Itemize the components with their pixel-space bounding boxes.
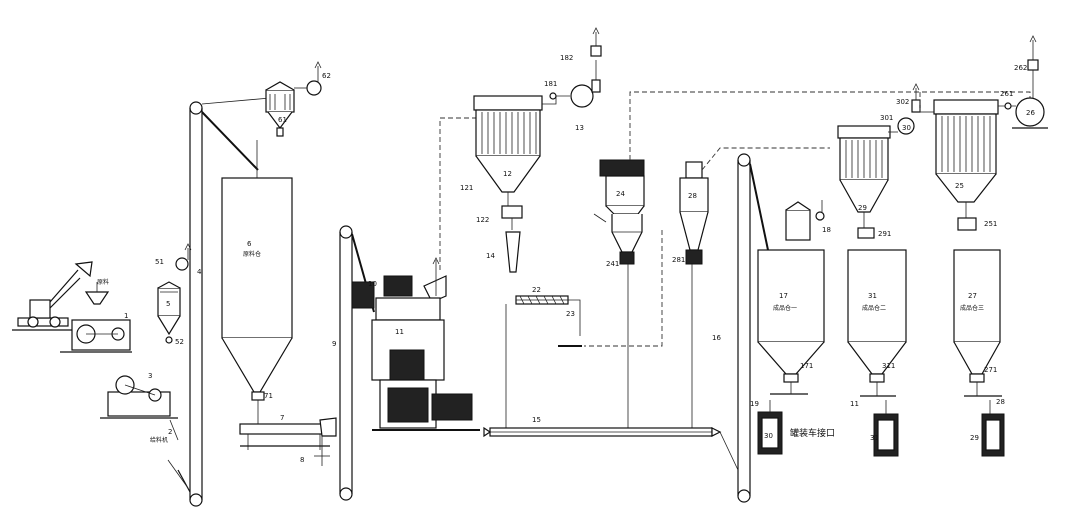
fan-301 [888, 83, 921, 135]
tag-19: 19 [750, 400, 759, 408]
silo-tag-27: 27 [968, 292, 977, 300]
jaw-crusher-1 [60, 319, 132, 353]
fan-13 [570, 27, 602, 108]
tag-301: 301 [880, 114, 893, 122]
tag-8: 8 [300, 456, 304, 464]
tanker-tag-29: 29 [970, 434, 979, 442]
filter-18 [785, 200, 825, 241]
tag-311: 311 [882, 362, 895, 370]
silo-tag-31: 31 [868, 292, 877, 300]
bucket-elevator-9 [339, 225, 375, 501]
tag-241: 241 [606, 260, 619, 268]
tag-14: 14 [486, 252, 495, 260]
tag-28b: 28 [996, 398, 1005, 406]
filter-61 [265, 81, 295, 137]
bucket-elevator-16 [719, 153, 769, 503]
tag-23: 23 [566, 310, 575, 318]
bag-filter-12 [473, 95, 543, 193]
tag-11b: 11 [850, 400, 859, 408]
tag-262: 262 [1014, 64, 1027, 72]
bag-filter-29 [837, 125, 891, 239]
tag-261: 261 [1000, 90, 1013, 98]
valve-tag-51: 51 [155, 258, 164, 266]
feeder-tag-52: 52 [175, 338, 184, 346]
feed-silo-5 [157, 281, 181, 336]
crusher-3 [100, 375, 178, 419]
fan-tag-62: 62 [322, 72, 331, 80]
feeder-tag-5: 5 [166, 300, 170, 308]
feeder-tag-71: 71 [264, 392, 273, 400]
product-silo-31 [847, 249, 907, 397]
filter-tag-12: 12 [503, 170, 512, 178]
tag-182: 182 [560, 54, 573, 62]
tag-171: 171 [800, 362, 813, 370]
conveyor-tag-7: 7 [280, 414, 284, 422]
tag-10: 10 [368, 280, 377, 288]
tanker-tag-31: 31 [870, 434, 879, 442]
silo-27-name: 成品仓三 [960, 304, 984, 312]
crusher-tag-1: 1 [124, 312, 128, 320]
elevator-tag-16: 16 [712, 334, 721, 342]
vertical-roller-mill-11 [351, 257, 480, 431]
feeder-belt-label: 给料机 [150, 436, 168, 444]
silo-tag-6: 6 [247, 240, 252, 248]
tag-281: 281 [672, 256, 685, 264]
tag-2: 2 [168, 428, 172, 436]
tag-271: 271 [984, 366, 997, 374]
fan-62 [294, 61, 322, 96]
crusher-tag-3: 3 [148, 372, 152, 380]
tag-18: 18 [822, 226, 831, 234]
fan-51 [175, 243, 192, 271]
fan-tag-26: 26 [1026, 109, 1035, 117]
tanker-truck-29 [981, 400, 1005, 457]
filter-tag-61: 61 [278, 116, 287, 124]
tanker-tag-30: 30 [764, 432, 773, 440]
product-silo-27 [953, 249, 1002, 397]
filter-tag-25: 25 [955, 182, 964, 190]
hopper-chute [84, 282, 110, 305]
tag-181: 181 [544, 80, 557, 88]
elevator-tag-9: 9 [332, 340, 336, 348]
fan-tag-30: 30 [902, 124, 911, 132]
raw-material-label: 原料 [97, 278, 109, 286]
screw-conveyor-22 [515, 295, 569, 305]
tag-251: 251 [984, 220, 997, 228]
tag-122: 122 [476, 216, 489, 224]
screw-conveyor-15 [483, 426, 722, 438]
tag-291: 291 [878, 230, 891, 238]
classifier-24 [593, 159, 645, 265]
silo-31-name: 成品仓二 [862, 304, 886, 312]
raw-silo-name: 原料仓 [243, 250, 261, 258]
bucket-elevator-4 [167, 101, 259, 507]
screw-conveyor-7 [239, 400, 337, 450]
raw-material-silo-6 [221, 140, 293, 401]
bag-filter-25 [933, 99, 999, 231]
conveyor-tag-15: 15 [532, 416, 541, 424]
tag-121: 121 [460, 184, 473, 192]
cyclone-28 [679, 161, 709, 265]
classifier-tag-24: 24 [616, 190, 625, 198]
cyclone-tag-28: 28 [688, 192, 697, 200]
tanker-truck-30 [757, 400, 783, 455]
fan-tag-13: 13 [575, 124, 584, 132]
tanker-port-label: 罐装车接口 [790, 427, 835, 439]
filter-tag-29: 29 [858, 204, 867, 212]
wheel-loader [12, 261, 93, 331]
tag-22: 22 [532, 286, 541, 294]
mill-tag-11: 11 [395, 328, 404, 336]
silo-17-name: 成品仓一 [773, 304, 797, 312]
fan-26 [998, 35, 1048, 129]
silo-tag-17: 17 [779, 292, 788, 300]
elevator-tag-4: 4 [197, 268, 202, 276]
tag-302: 302 [896, 98, 909, 106]
tanker-truck-31 [873, 400, 899, 457]
product-silo-17 [757, 249, 825, 395]
